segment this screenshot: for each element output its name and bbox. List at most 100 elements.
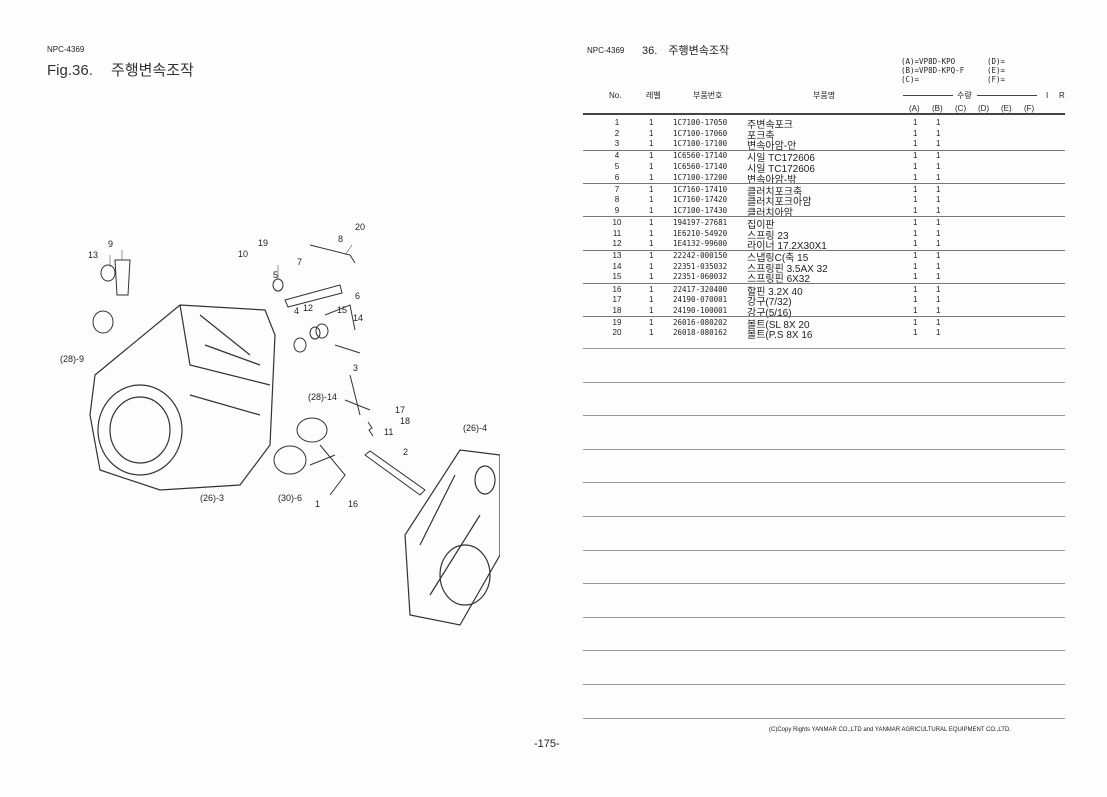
copyright: (C)Copy Rights YANMAR CO.,LTD and YANMAR… — [769, 727, 1011, 733]
row-qty-b: 1 — [936, 128, 941, 138]
row-part-no: 26016-080202 — [673, 317, 728, 327]
housing-right — [404, 449, 500, 626]
section-number: 36. — [642, 45, 658, 57]
group-divider — [583, 183, 1065, 184]
row-part-no: 1C6560-17140 — [673, 151, 728, 161]
table-row: 17 1 24190-070001 강구(7/32) 1 1 — [583, 295, 1065, 308]
table-row: 14 1 22351-035032 스프링핀 3.5AX 32 1 1 — [583, 261, 1065, 275]
row-part-no: 24190-100001 — [673, 305, 728, 315]
model-b: (B)=VP8D-KPQ-F — [901, 66, 965, 75]
header-part-no: 부품번호 — [693, 91, 723, 100]
row-part-no: 24190-070001 — [673, 295, 728, 305]
table-row: 7 1 1C7160-17410 클러치포크축 1 1 — [583, 184, 1065, 198]
callout-label: 19 — [258, 238, 268, 248]
row-qty-a: 1 — [913, 261, 918, 271]
row-no: 13 — [612, 251, 622, 261]
row-qty-b: 1 — [936, 295, 941, 305]
row-level: 1 — [649, 272, 654, 282]
callout-label: 4 — [294, 306, 299, 316]
row-no: 2 — [614, 128, 620, 138]
row-qty-a: 1 — [913, 139, 918, 149]
row-level: 1 — [649, 139, 654, 149]
row-part-no: 1C7100-17050 — [673, 118, 728, 127]
row-level: 1 — [649, 284, 654, 294]
row-part-name: 클러치포크축 — [747, 186, 803, 198]
row-level: 1 — [649, 151, 654, 161]
row-part-name: 스프링핀 3.5AX 32 — [747, 263, 828, 275]
blank-row-rule — [583, 381, 1065, 383]
table-row: 2 1 1C7100-17060 포크축 1 1 — [583, 128, 1065, 142]
callout-label: (30)-6 — [278, 493, 302, 503]
row-no: 3 — [614, 139, 620, 149]
callout-label: 14 — [353, 313, 363, 323]
row-level: 1 — [649, 205, 654, 215]
header-i: I — [1046, 91, 1049, 100]
callout-label: 17 — [395, 405, 405, 415]
row-part-no: 22351-035032 — [673, 261, 728, 271]
table-row: 13 1 22242-000150 스냅링C(축 15 1 1 — [583, 251, 1065, 264]
row-qty-b: 1 — [936, 161, 941, 171]
row-part-name: 볼트(P.S 8X 16 — [747, 330, 813, 342]
row-part-name: 집이판 — [747, 219, 775, 231]
qty-rule-left — [903, 95, 953, 96]
row-qty-b: 1 — [936, 118, 941, 127]
figure-name: 주행변속조작 — [111, 62, 194, 79]
callout-label: 9 — [108, 239, 113, 249]
header-qty-d: (D) — [978, 104, 990, 113]
table-row: 19 1 26016-080202 볼트(SL 8X 20 1 1 — [583, 317, 1065, 331]
row-part-no: 1C7100-17100 — [673, 139, 728, 149]
row-part-name: 시일 TC172606 — [747, 153, 815, 165]
row-qty-b: 1 — [936, 205, 941, 215]
row-no: 20 — [612, 328, 622, 338]
row-qty-a: 1 — [913, 195, 918, 205]
row-no: 9 — [614, 205, 620, 215]
row-no: 7 — [614, 184, 620, 194]
section-title: 36. 주행변속조작 — [642, 42, 729, 58]
row-part-name: 라이너 17.2X30X1 — [747, 241, 827, 253]
row-qty-b: 1 — [936, 251, 941, 261]
callout-label: 8 — [338, 234, 343, 244]
model-a: (A)=VP8D-KPO — [901, 57, 956, 66]
row-qty-b: 1 — [936, 228, 941, 238]
row-no: 15 — [612, 272, 622, 282]
blank-row-rule — [583, 684, 1065, 685]
row-part-name: 변속아암-밖 — [747, 174, 797, 186]
row-level: 1 — [649, 217, 654, 227]
row-level: 1 — [649, 305, 654, 315]
row-part-name: 할핀 3.2X 40 — [747, 286, 803, 298]
leader-lines — [109, 244, 353, 279]
callout-label: 10 — [238, 249, 248, 259]
row-part-name: 스프링 23 — [747, 230, 789, 242]
row-qty-b: 1 — [936, 328, 941, 338]
row-qty-b: 1 — [936, 151, 941, 161]
row-no: 12 — [612, 239, 622, 249]
row-qty-a: 1 — [913, 172, 918, 182]
group-divider — [583, 282, 1065, 284]
row-part-name: 볼트(SL 8X 20 — [747, 319, 810, 331]
table-row: 8 1 1C7160-17420 클러치포크아암 1 1 — [583, 195, 1065, 208]
row-qty-b: 1 — [936, 172, 941, 182]
row-level: 1 — [649, 172, 654, 182]
row-no: 4 — [614, 151, 620, 161]
callout-label: 6 — [355, 291, 360, 301]
table-row: 3 1 1C7100-17100 변속아암-안 1 1 — [583, 139, 1065, 152]
row-part-no: 22242-000150 — [673, 251, 728, 261]
doc-code: NPC-4369 — [47, 45, 85, 54]
row-qty-b: 1 — [936, 284, 941, 294]
table-header-rule — [583, 113, 1065, 115]
callout-label: 1 — [315, 499, 320, 509]
model-f: (F)= — [987, 75, 1006, 84]
page-number: -175- — [534, 738, 560, 750]
right-doc-code: NPC-4369 — [587, 46, 625, 55]
row-part-no: 22417-320400 — [673, 284, 728, 294]
row-qty-a: 1 — [913, 328, 918, 338]
row-part-name: 포크축 — [747, 130, 775, 142]
callout-label: 16 — [348, 499, 358, 509]
row-qty-a: 1 — [913, 151, 918, 161]
callout-label: 11 — [384, 427, 393, 437]
blank-row-rule — [583, 482, 1065, 484]
row-level: 1 — [649, 251, 654, 261]
row-level: 1 — [649, 328, 654, 338]
